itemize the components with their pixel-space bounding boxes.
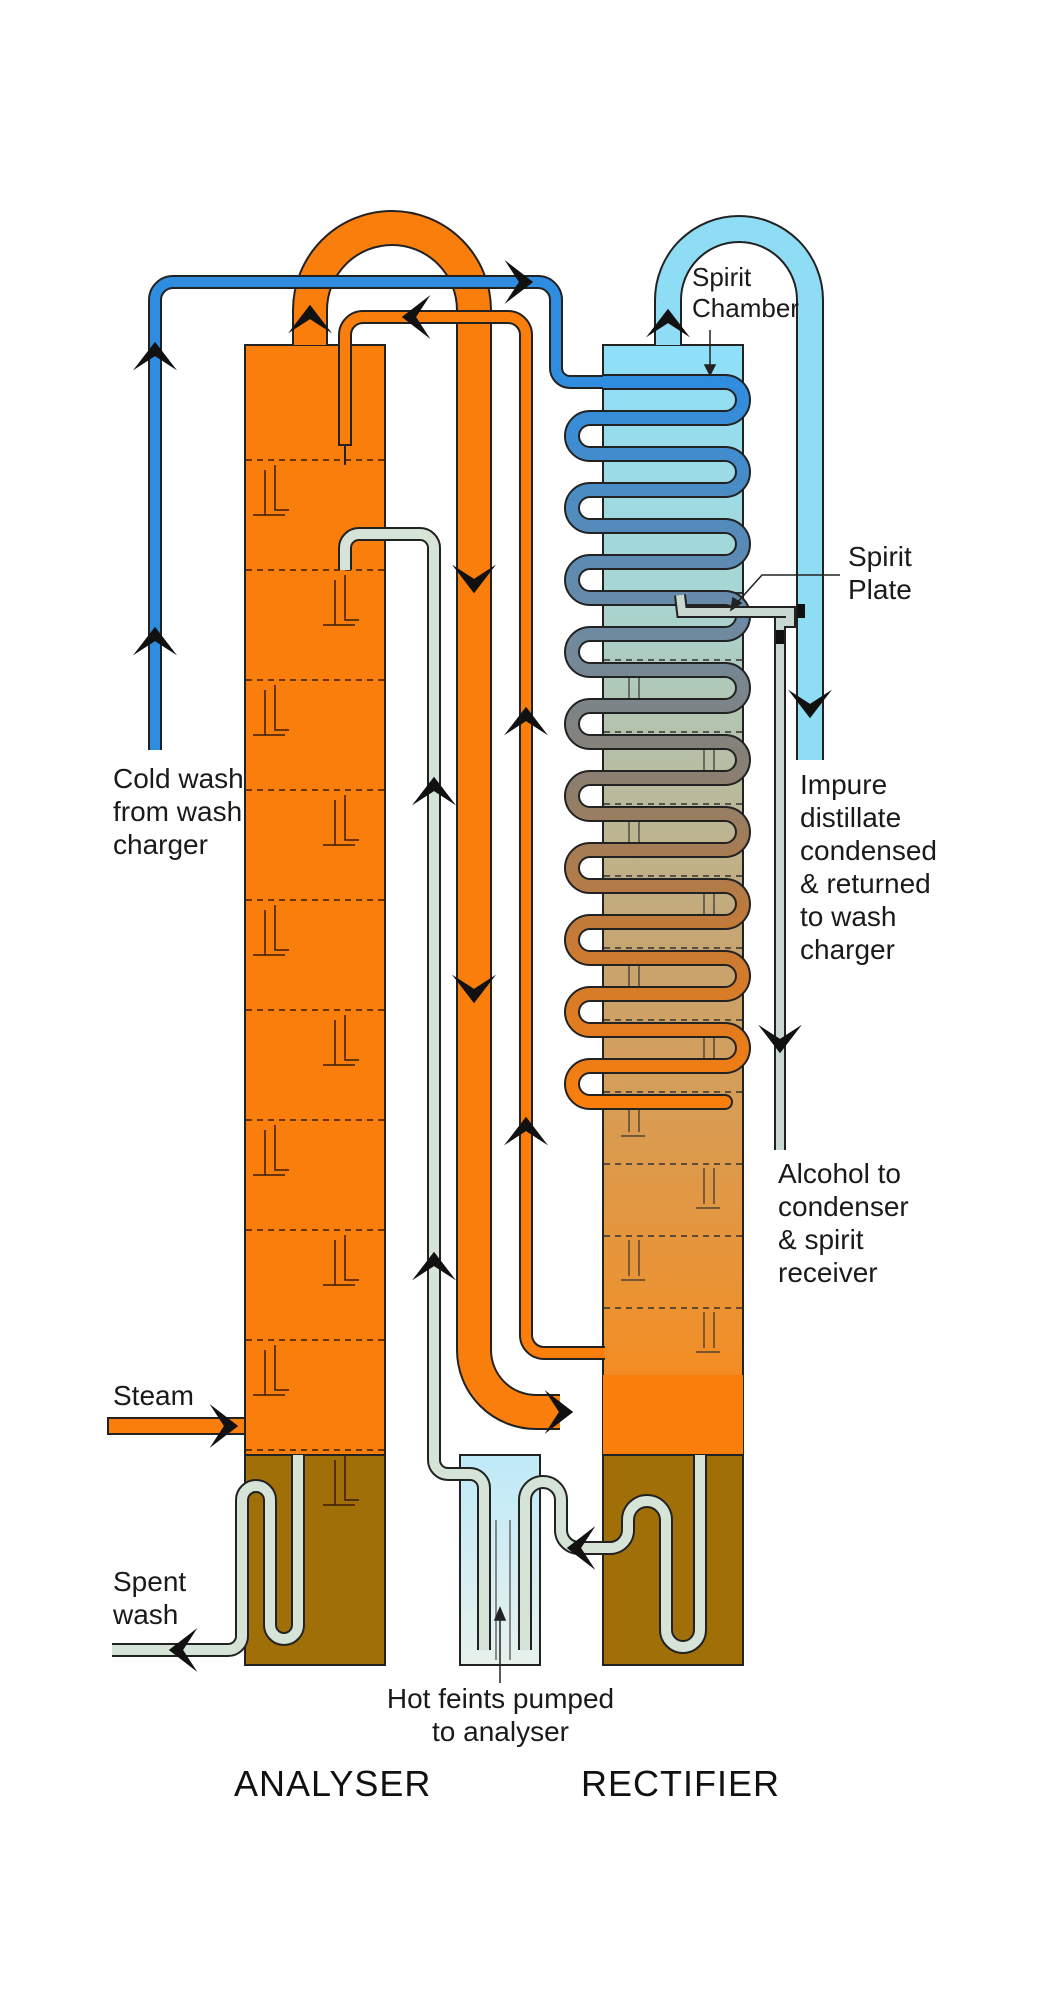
label-alcohol: Alcohol to condenser & spirit receiver xyxy=(778,1158,909,1288)
flow-arrow-left xyxy=(401,295,431,339)
rectifier-coil xyxy=(564,374,751,1110)
analyser-downcomer xyxy=(253,685,289,736)
flow-arrow-down xyxy=(788,689,832,719)
flow-arrow-right xyxy=(544,1390,574,1434)
steam-pipe xyxy=(107,1417,246,1435)
rectifier-column xyxy=(602,344,744,1666)
label-analyser: ANALYSER xyxy=(234,1763,432,1804)
analyser-downcomer xyxy=(323,795,359,846)
spirit-plate-pointer xyxy=(734,574,840,606)
spirit-vapour-pipe xyxy=(654,215,824,760)
flow-arrow-up xyxy=(646,308,690,338)
flow-arrows xyxy=(133,260,832,1672)
flow-arrow-up xyxy=(504,1116,548,1146)
analyser-downcomer xyxy=(323,1235,359,1286)
flow-arrow-up xyxy=(133,626,177,656)
rectifier-downcomer xyxy=(696,1168,720,1209)
flow-arrow-right xyxy=(209,1404,239,1448)
rectifier-body xyxy=(602,344,744,1456)
pointer-lines xyxy=(493,330,840,1683)
label-rectifier: RECTIFIER xyxy=(581,1763,781,1804)
spirit-chamber-pointer-head xyxy=(703,364,717,377)
spirit-outlet-pipe xyxy=(674,594,805,1150)
rectifier-downcomer xyxy=(621,1240,645,1281)
label-hot-feints: Hot feints pumped to analyser xyxy=(386,1683,615,1747)
flow-arrow-up xyxy=(133,341,177,371)
flow-arrow-down xyxy=(452,974,496,1004)
flow-arrow-down xyxy=(452,564,496,594)
analyser-downcomer xyxy=(323,1015,359,1066)
label-cold-wash: Cold wash from wash charger xyxy=(113,763,244,860)
flow-arrow-up xyxy=(412,776,456,806)
flow-arrow-up xyxy=(412,1251,456,1281)
label-spirit-chamber: Spirit Chamber xyxy=(692,262,799,323)
analyser-column xyxy=(244,344,386,1666)
label-impure-distillate: Impure distillate condensed & returned t… xyxy=(800,769,938,965)
flow-arrow-down xyxy=(758,1024,802,1054)
analyser-downcomer xyxy=(253,1125,289,1176)
flow-arrow-up xyxy=(504,706,548,736)
analyser-downcomer xyxy=(253,905,289,956)
analyser-plates xyxy=(246,459,384,1506)
spirit-plate-pointer-head xyxy=(729,596,743,612)
analyser-downcomer xyxy=(323,575,359,626)
label-spirit-plate: Spirit Plate xyxy=(848,541,912,605)
flow-arrow-left xyxy=(168,1628,198,1672)
spent-wash-pipe xyxy=(112,1455,305,1657)
hot-feints-pipe xyxy=(338,527,707,1660)
analyser-downcomer xyxy=(253,1345,289,1396)
rectifier-bottom-orange xyxy=(603,1375,743,1455)
hot-wash-pipe xyxy=(338,310,605,1360)
label-spent-wash: Spent wash xyxy=(113,1566,187,1630)
analyser-downcomer xyxy=(253,465,289,516)
flow-arrow-up xyxy=(288,304,332,334)
analyser-downcomer xyxy=(323,1455,359,1506)
flow-arrow-left xyxy=(566,1526,596,1570)
label-steam: Steam xyxy=(113,1380,194,1411)
hot-feints-pointer-head xyxy=(493,1606,507,1621)
flow-arrow-right xyxy=(504,260,534,304)
cold-wash-pipe xyxy=(148,275,603,750)
rectifier-downcomer xyxy=(696,1312,720,1353)
vapour-pipe xyxy=(292,210,560,1430)
